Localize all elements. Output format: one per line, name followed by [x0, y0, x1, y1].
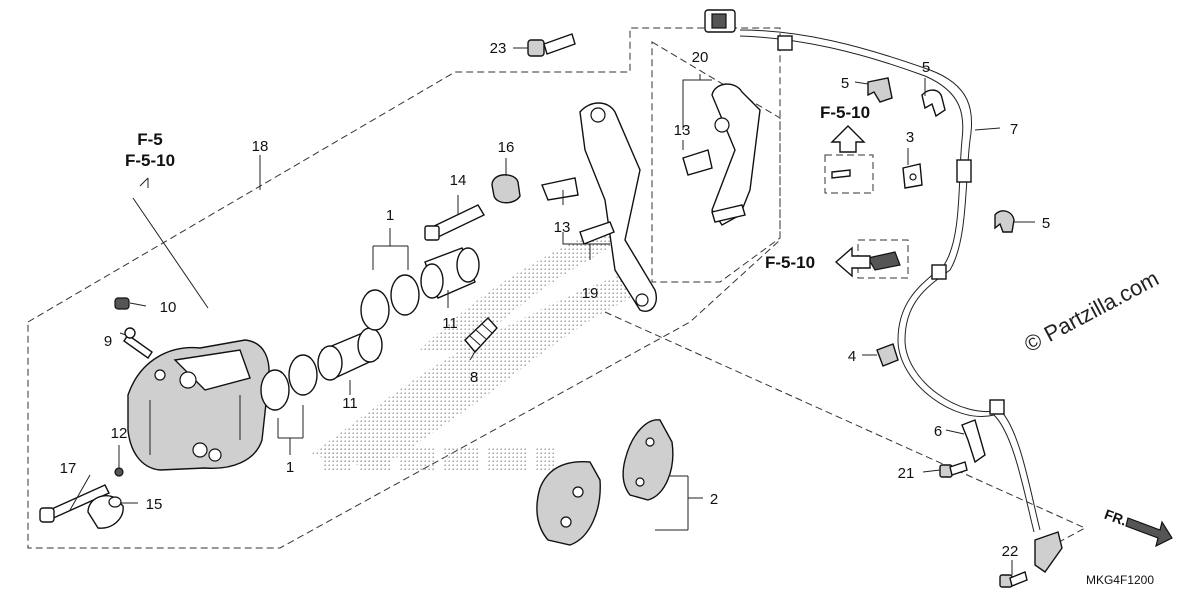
callout-14: 14 — [450, 172, 467, 189]
ref-right-left: F-5-10 — [765, 253, 815, 272]
ref-left-f5: F-5 — [137, 130, 163, 149]
left-ref-leader — [132, 177, 209, 309]
callout-1-bottom: 1 — [286, 459, 294, 476]
caliper-body — [127, 339, 270, 471]
abs-sensor-harness — [704, 9, 1063, 573]
callout-23: 23 — [490, 40, 507, 57]
bleeder-cap — [114, 297, 130, 310]
honda-wing-logo — [310, 270, 650, 470]
leader-lines — [69, 47, 1035, 575]
grommet-4 — [876, 343, 899, 367]
clamp-5b — [921, 89, 946, 118]
callout-4: 4 — [848, 348, 856, 365]
callout-20: 20 — [692, 49, 709, 66]
pin-boot — [491, 174, 521, 204]
holder-detail-screw — [831, 169, 851, 179]
clamp-5a — [867, 77, 893, 103]
piston-seals-upper — [360, 274, 420, 331]
bolt-21 — [939, 461, 968, 478]
bracket-boundary — [651, 41, 781, 283]
stay-6 — [961, 419, 986, 464]
ref-left-f510: F-5-10 — [125, 151, 175, 170]
ref-right-up: F-5-10 — [820, 103, 870, 122]
clip-detail — [867, 251, 901, 271]
pin-plug — [87, 494, 124, 529]
piston-lower — [317, 327, 383, 381]
callout-13-b: 13 — [674, 122, 691, 139]
bolt-22 — [999, 571, 1028, 588]
brake-pad-front — [622, 419, 674, 501]
callout-7: 7 — [1010, 121, 1018, 138]
piston-seals-lower — [260, 354, 318, 411]
pad-pin — [39, 484, 110, 523]
callout-13-a: 13 — [554, 219, 571, 236]
callout-15: 15 — [146, 496, 163, 513]
callout-17: 17 — [60, 460, 77, 477]
callout-18: 18 — [252, 138, 269, 155]
callout-19: 19 — [582, 285, 599, 302]
bleeder-valve — [123, 327, 153, 359]
honda-wing-logo-upper — [420, 230, 630, 350]
caliper-assembly-boundary — [27, 27, 781, 549]
front-direction-arrow — [1125, 517, 1173, 548]
callout-12: 12 — [111, 425, 128, 442]
o-ring-small — [114, 467, 124, 477]
callout-16: 16 — [498, 139, 515, 156]
callout-10: 10 — [160, 299, 177, 316]
callout-3: 3 — [906, 129, 914, 146]
ref-arrow-left — [834, 246, 871, 278]
pad-spring — [464, 316, 498, 354]
callout-1-top: 1 — [386, 207, 394, 224]
watermark: © Partzilla.com — [1020, 266, 1163, 358]
callout-9: 9 — [104, 333, 112, 350]
callout-21: 21 — [898, 465, 915, 482]
callout-5-a: 5 — [841, 75, 849, 92]
pad-retainer-right — [682, 149, 713, 176]
pad-retainer-left — [541, 177, 579, 201]
piston-upper — [420, 247, 480, 299]
callout-5-b: 5 — [922, 59, 930, 76]
callout-5-c: 5 — [1042, 215, 1050, 232]
caliper-bracket-19 — [579, 102, 657, 312]
slide-pin — [424, 204, 485, 241]
front-label: FR. — [1102, 506, 1129, 529]
callout-6: 6 — [934, 423, 942, 440]
callout-11-b: 11 — [342, 395, 358, 412]
caliper-bracket-20 — [711, 83, 761, 226]
callout-2: 2 — [710, 491, 718, 508]
callout-11-a: 11 — [442, 315, 458, 332]
brake-pad-rear — [536, 461, 601, 546]
ref-arrow-up — [830, 125, 866, 153]
clamp-5c — [994, 210, 1015, 233]
honda-wordmark — [322, 448, 556, 470]
callout-8: 8 — [470, 369, 478, 386]
part-code: MKG4F1200 — [1086, 573, 1154, 587]
bolt-23 — [527, 33, 576, 57]
callout-22: 22 — [1002, 543, 1019, 560]
holder-detail-box — [824, 154, 874, 194]
sensor-holder — [902, 163, 923, 189]
